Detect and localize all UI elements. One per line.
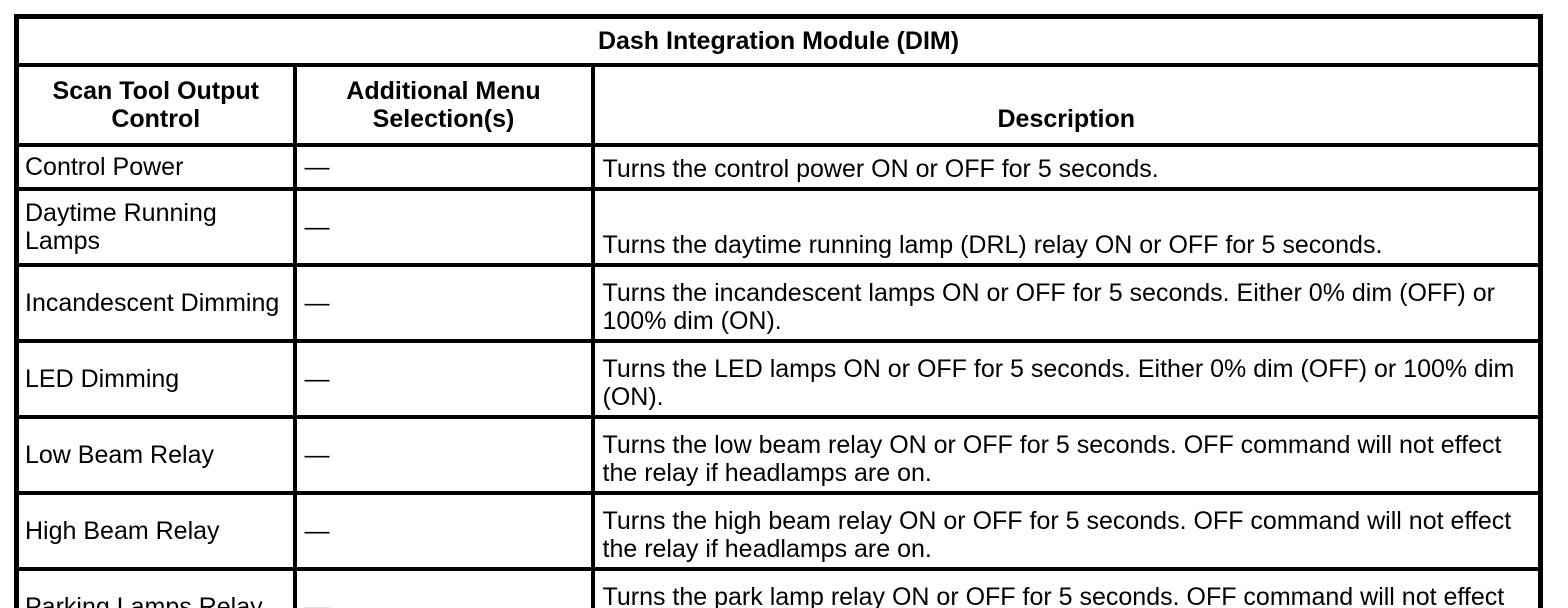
control-description: Turns the high beam relay ON or OFF for … — [590, 491, 1543, 571]
control-description: Turns the low beam relay ON or OFF for 5… — [590, 415, 1543, 495]
control-description: Turns the control power ON or OFF for 5 … — [590, 143, 1543, 191]
control-name: Control Power — [14, 143, 297, 191]
table-row-incandescent-dimming: Incandescent Dimming — Turns the incande… — [14, 263, 1543, 343]
menu-selection: — — [292, 415, 595, 495]
table-header-row: Scan Tool Output Control Additional Menu… — [14, 63, 1543, 147]
column-header-additional-menu-selections: Additional Menu Selection(s) — [292, 63, 595, 147]
column-header-scan-tool-output-control: Scan Tool Output Control — [14, 63, 297, 147]
table-row-led-dimming: LED Dimming — Turns the LED lamps ON or … — [14, 339, 1543, 419]
control-description: Turns the daytime running lamp (DRL) rel… — [590, 187, 1543, 267]
menu-selection: — — [292, 567, 595, 608]
table-row-high-beam-relay: High Beam Relay — Turns the high beam re… — [14, 491, 1543, 571]
dim-output-controls-table: Dash Integration Module (DIM) Scan Tool … — [14, 14, 1543, 608]
control-name: Incandescent Dimming — [14, 263, 297, 343]
control-description: Turns the park lamp relay ON or OFF for … — [590, 567, 1543, 608]
table-row-parking-lamps-relay: Parking Lamps Relay — Turns the park lam… — [14, 567, 1543, 608]
control-description: Turns the incandescent lamps ON or OFF f… — [590, 263, 1543, 343]
menu-selection: — — [292, 491, 595, 571]
menu-selection: — — [292, 187, 595, 267]
control-name: High Beam Relay — [14, 491, 297, 571]
column-header-description: Description — [590, 63, 1543, 147]
control-name: Low Beam Relay — [14, 415, 297, 495]
control-name: Parking Lamps Relay — [14, 567, 297, 608]
control-description: Turns the LED lamps ON or OFF for 5 seco… — [590, 339, 1543, 419]
control-name: Daytime Running Lamps — [14, 187, 297, 267]
table-row-daytime-running-lamps: Daytime Running Lamps — Turns the daytim… — [14, 187, 1543, 267]
menu-selection: — — [292, 263, 595, 343]
menu-selection: — — [292, 143, 595, 191]
menu-selection: — — [292, 339, 595, 419]
table-title: Dash Integration Module (DIM) — [14, 14, 1543, 67]
table-title-row: Dash Integration Module (DIM) — [14, 14, 1543, 67]
control-name: LED Dimming — [14, 339, 297, 419]
table-row-low-beam-relay: Low Beam Relay — Turns the low beam rela… — [14, 415, 1543, 495]
table-row-control-power: Control Power — Turns the control power … — [14, 143, 1543, 191]
